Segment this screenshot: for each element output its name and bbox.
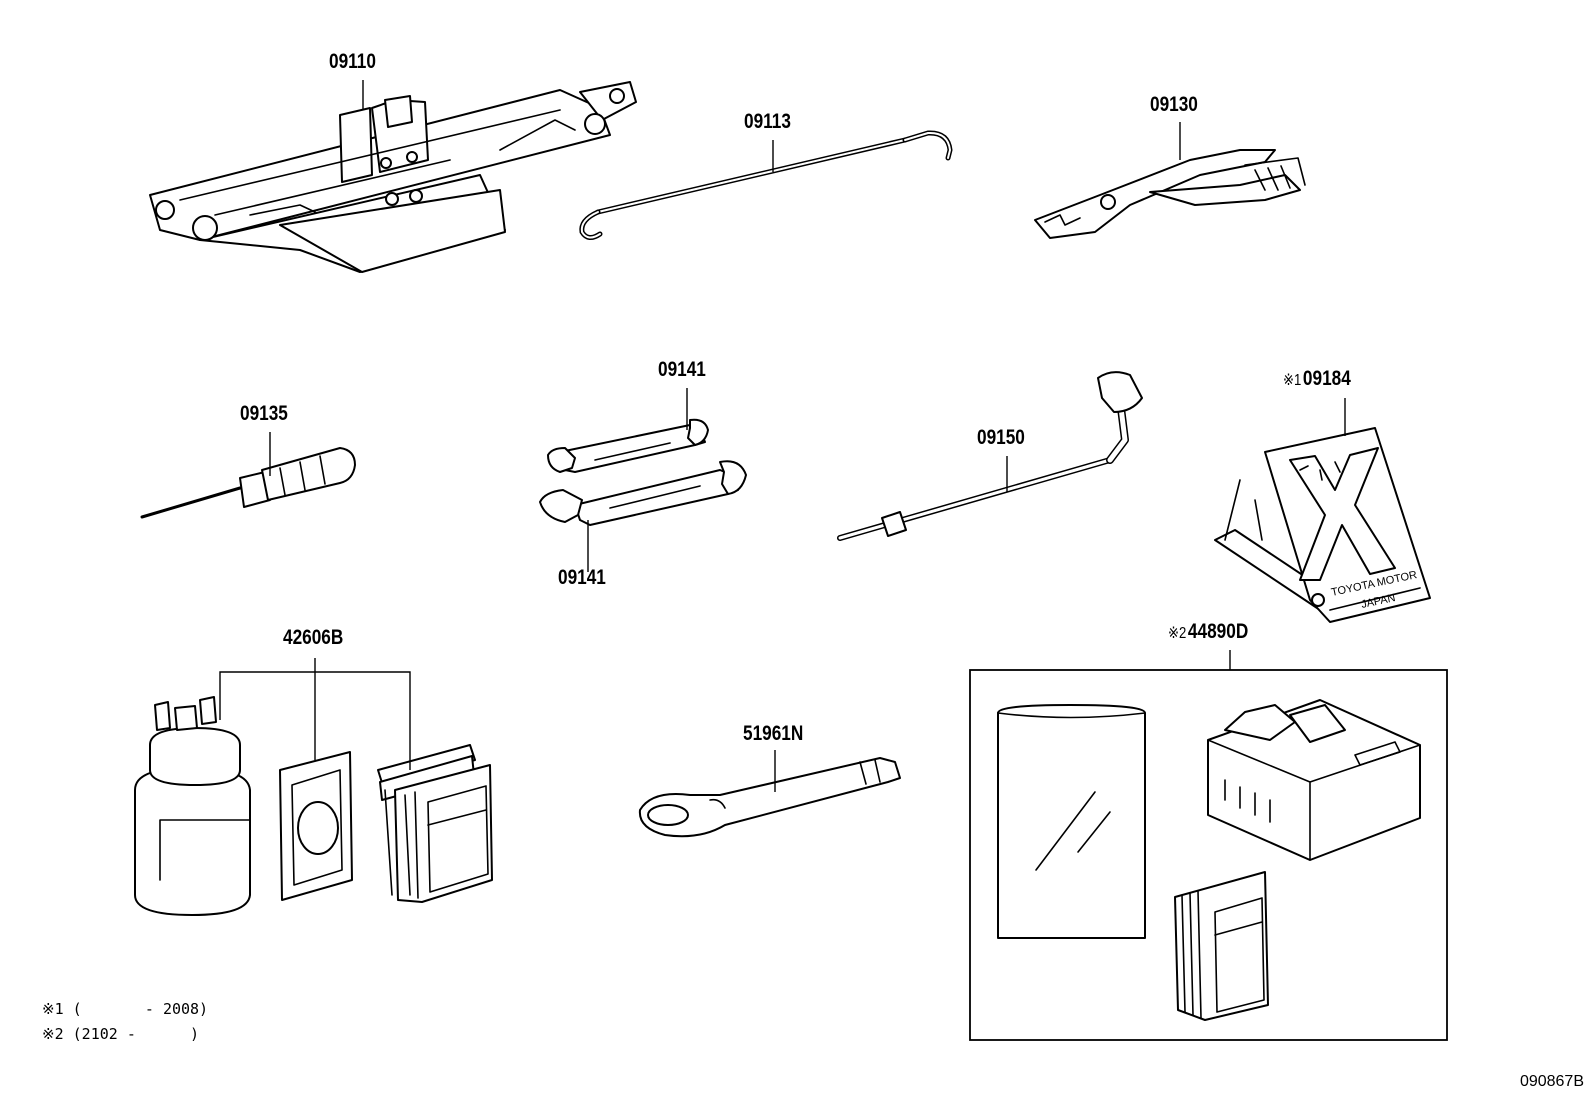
part-label-09135-text: 09135 xyxy=(240,402,288,425)
part-label-44890d-text: 44890D xyxy=(1187,620,1249,643)
screwdriver-illustration xyxy=(140,447,356,519)
kit-44890d-box xyxy=(969,669,1448,1041)
part-label-09110[interactable]: 09110 xyxy=(329,50,376,74)
part-label-51961n[interactable]: 51961N xyxy=(743,722,803,746)
part-label-09141-lower[interactable]: 09141 xyxy=(558,566,606,590)
scissor-jack-illustration xyxy=(149,81,637,273)
part-label-09113-text: 09113 xyxy=(744,110,791,133)
part-label-42606b[interactable]: 42606B xyxy=(283,626,343,650)
footnote-1: ※1 ( - 2008) xyxy=(42,1000,209,1018)
wrench-lower-illustration xyxy=(539,460,747,526)
tire-repair-kit-illustration xyxy=(134,696,493,916)
figure-code: 090867B xyxy=(1519,1073,1584,1090)
tool-51961n-illustration xyxy=(638,757,901,838)
part-label-09184[interactable]: ※109184 xyxy=(1283,367,1351,391)
part-label-09135[interactable]: 09135 xyxy=(240,402,288,426)
part-label-09113[interactable]: 09113 xyxy=(744,110,791,134)
part-label-09150-text: 09150 xyxy=(977,426,1025,449)
part-label-44890d[interactable]: ※244890D xyxy=(1168,620,1248,644)
warning-stand-illustration: TOYOTA MOTOR JAPAN xyxy=(1214,427,1431,623)
pliers-illustration xyxy=(1034,149,1306,239)
kit-44890d-illustration xyxy=(997,699,1421,1021)
part-label-09150[interactable]: 09150 xyxy=(977,426,1025,450)
part-label-42606b-text: 42606B xyxy=(283,626,344,649)
part-label-09130[interactable]: 09130 xyxy=(1150,93,1198,117)
leader-lines xyxy=(219,80,1346,792)
part-label-09141-upper[interactable]: 09141 xyxy=(658,358,706,382)
part-label-09130-text: 09130 xyxy=(1150,93,1198,116)
part-label-09110-text: 09110 xyxy=(329,50,376,73)
part-label-51961n-text: 51961N xyxy=(743,722,804,745)
part-label-09184-text: 09184 xyxy=(1302,367,1351,390)
part-label-09141-lower-text: 09141 xyxy=(558,566,606,589)
wrench-upper-illustration xyxy=(547,418,709,473)
part-label-09141-upper-text: 09141 xyxy=(658,358,706,381)
lug-wrench-illustration xyxy=(837,371,1143,541)
jack-handle-illustration xyxy=(579,130,953,240)
note-mark-1: ※1 xyxy=(1283,372,1302,389)
note-mark-2: ※2 xyxy=(1168,625,1187,642)
footnote-2: ※2 (2102 - ) xyxy=(42,1025,200,1043)
